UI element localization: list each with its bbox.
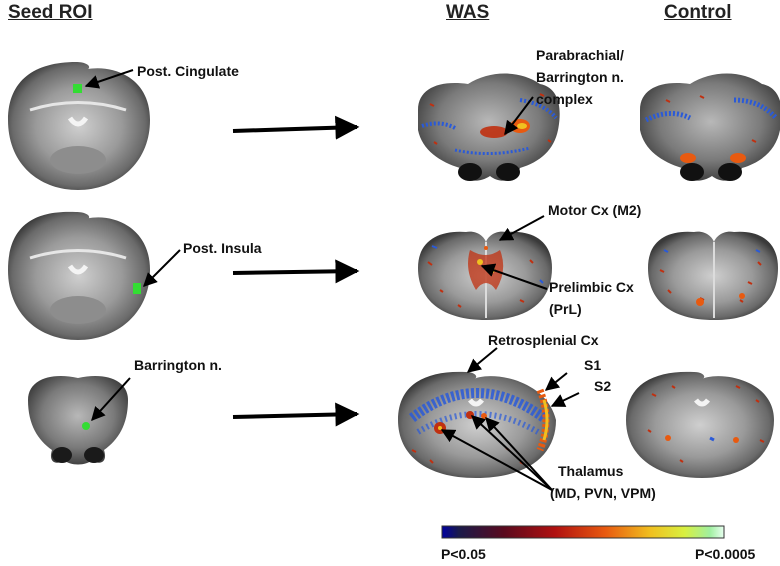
annotation-motor-cortex: Motor Cx (M2) (548, 202, 642, 218)
annotation-thalamus-line1: Thalamus (558, 463, 624, 479)
was-coronal-map (398, 371, 556, 478)
seed-roi-marker (82, 422, 90, 430)
annotation-arrow (550, 392, 580, 407)
seed-slice-insula (8, 211, 150, 340)
annotation-thalamus-line2: (MD, PVN, VPM) (550, 485, 656, 501)
seed-slice-barrington (28, 376, 128, 465)
annotation-parabrachial-line3: complex (536, 91, 593, 107)
seed-pointer-arrow (143, 249, 181, 287)
colorbar-max-label: P<0.0005 (695, 546, 756, 562)
was-header: WAS (446, 2, 490, 23)
annotation-arrow (504, 96, 534, 136)
annotation-s1: S1 (584, 357, 602, 373)
seed-roi-marker (133, 283, 141, 294)
annotation-arrow (498, 215, 545, 241)
seed-pointer-arrow (84, 69, 134, 89)
annotation-arrow (440, 429, 553, 491)
row-arrow (232, 115, 360, 140)
seed-label-post-cingulate: Post. Cingulate (137, 63, 239, 79)
colorbar-min-label: P<0.05 (441, 546, 486, 562)
annotation-s2: S2 (594, 378, 612, 394)
seed-roi-marker (73, 84, 82, 93)
seed-label-barrington: Barrington n. (134, 357, 222, 373)
p-value-colorbar (441, 525, 725, 539)
annotation-prelimbic-line1: Prelimbic Cx (549, 279, 634, 295)
control-brainstem-map (640, 73, 780, 181)
row-arrow (232, 259, 360, 284)
control-frontal-map (648, 231, 778, 320)
seed-roi-header: Seed ROI (8, 2, 93, 23)
control-header: Control (664, 2, 732, 23)
seed-label-post-insula: Post. Insula (183, 240, 262, 256)
was-frontal-map (418, 231, 552, 320)
annotation-prelimbic-line2: (PrL) (549, 301, 582, 317)
control-coronal-map (626, 371, 774, 478)
annotation-arrow (485, 416, 553, 491)
annotation-arrow (544, 372, 568, 391)
annotation-arrow (480, 263, 548, 290)
annotation-arrow (466, 347, 498, 373)
row-arrow (232, 402, 360, 427)
annotation-parabrachial-line1: Parabrachial/ (536, 47, 624, 63)
seed-slice-cingulate (8, 62, 150, 190)
annotation-parabrachial-line2: Barrington n. (536, 69, 624, 85)
annotation-retrosplenial: Retrosplenial Cx (488, 332, 599, 348)
seed-pointer-arrow (91, 377, 131, 422)
